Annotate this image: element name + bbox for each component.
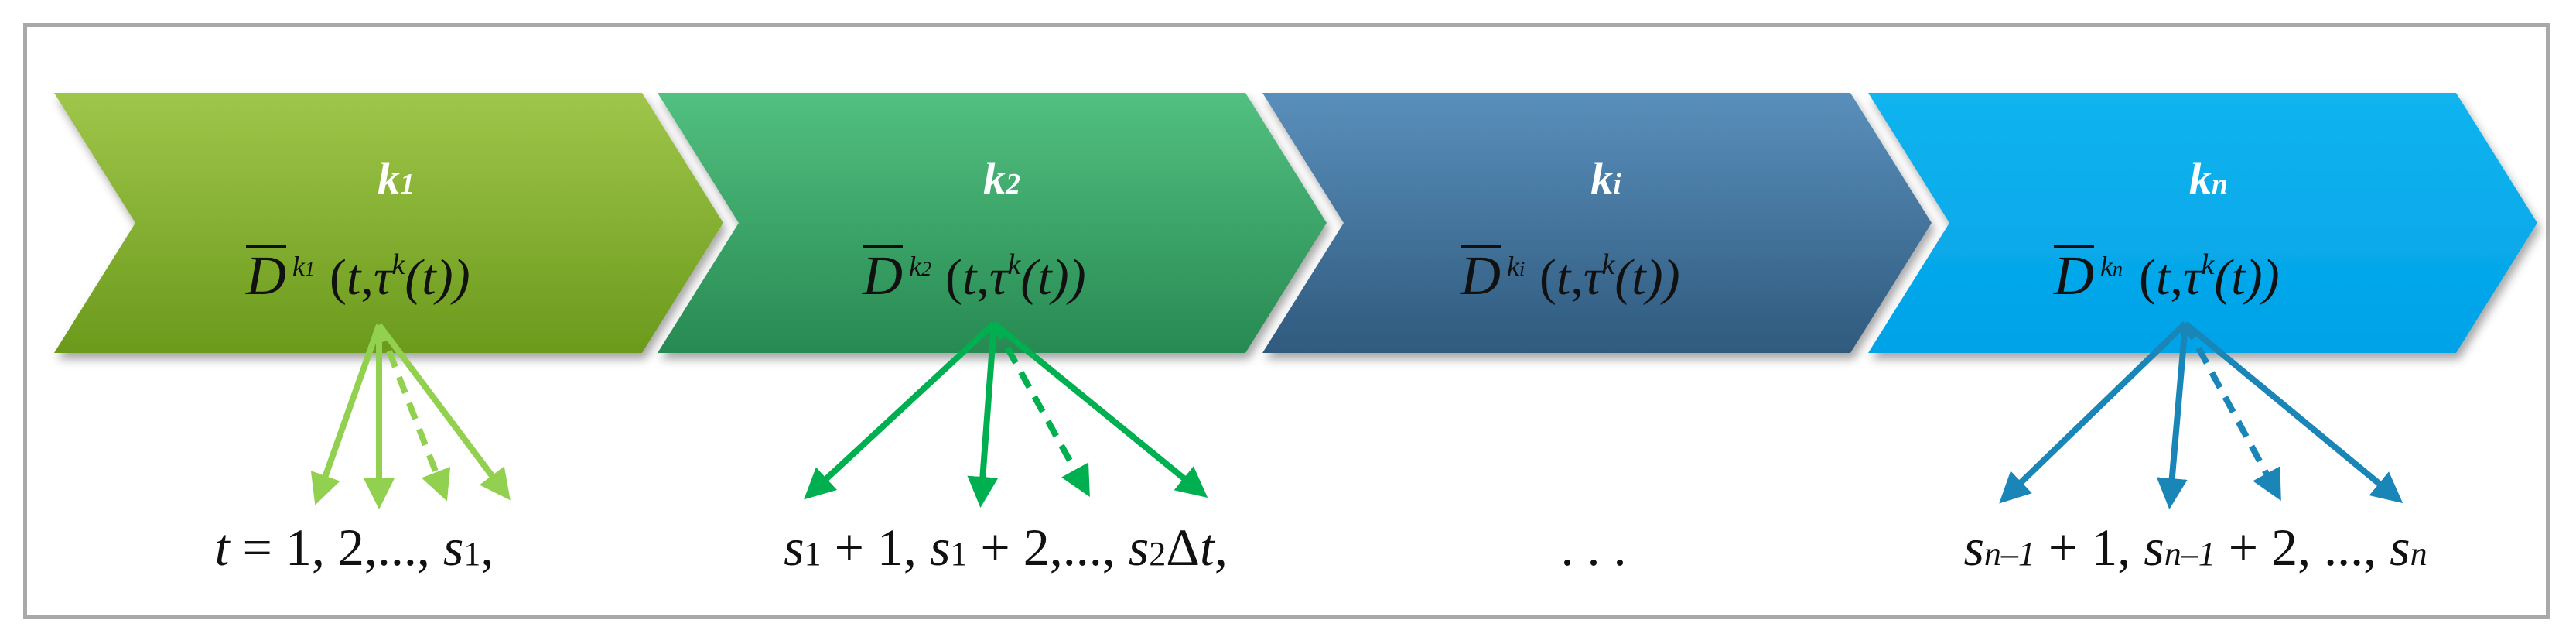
sequence-label-ki: . . . <box>1561 518 1627 577</box>
sequence-part: , <box>1215 518 1228 577</box>
svg-text:ki: ki <box>1507 251 1525 282</box>
svg-text:kn: kn <box>2189 153 2228 204</box>
arrows-kn <box>1999 320 2403 509</box>
arrow-k2-1 <box>804 321 996 500</box>
svg-text:k1: k1 <box>378 153 415 204</box>
svg-text:k2: k2 <box>909 251 931 282</box>
chevron-k2: k2 D k2 (t,τk(t)) <box>658 93 1327 353</box>
svg-text:D: D <box>2053 245 2094 307</box>
sequence-part: n <box>2410 535 2427 573</box>
svg-text:k2: k2 <box>983 153 1020 204</box>
chevron-title-ki: k <box>1590 153 1613 204</box>
sequence-part: Δ <box>1166 518 1200 577</box>
sequence-part: . . . <box>1561 518 1627 577</box>
sequence-part: 2 <box>1149 535 1166 573</box>
sequence-label-k2: s1 + 1, s1 + 2,..., s2Δt, <box>784 518 1228 577</box>
sequence-part: 1 <box>463 535 480 573</box>
svg-text:D: D <box>245 245 286 307</box>
svg-text:(t,τk(t)): (t,τk(t)) <box>945 248 1086 306</box>
arrow-kn-3 <box>2182 322 2281 502</box>
formula-kn: D kn (t,τk(t)) <box>2053 245 2280 307</box>
sequence-part: 1 <box>805 535 822 573</box>
diagram-frame <box>23 23 2550 619</box>
arrow-kn-1 <box>1999 321 2188 504</box>
sequence-part: , <box>480 518 494 577</box>
formula-k1: D k1 (t,τk(t)) <box>245 245 470 307</box>
arrow-k2-4 <box>992 320 1208 498</box>
svg-text:k1: k1 <box>292 251 315 282</box>
formula-k2: D k2 (t,τk(t)) <box>862 245 1086 307</box>
chevron-title-k1: k <box>378 153 400 204</box>
sequence-part: s <box>2390 518 2410 577</box>
arrow-k2-2 <box>967 323 999 508</box>
svg-text:(t,τk(t)): (t,τk(t)) <box>2139 248 2280 306</box>
sequence-part: s <box>1963 518 1983 577</box>
arrow-k1-3 <box>376 324 451 502</box>
formula-ki: D ki (t,τk(t)) <box>1460 245 1680 307</box>
sequence-part: s <box>2144 518 2164 577</box>
arrow-k1-4 <box>376 323 511 501</box>
sequence-label-k1: t = 1, 2,..., s1, <box>215 518 494 577</box>
sequence-part: + 2,..., <box>967 518 1128 577</box>
sequence-label-kn: sn–1 + 1, sn–1 + 2, ..., sn <box>1963 518 2427 577</box>
chevron-kn: kn D kn (t,τk(t)) <box>1868 93 2537 353</box>
arrow-k1-1 <box>310 324 382 505</box>
sequence-part: 1 <box>950 535 967 573</box>
sequence-part: t <box>1200 518 1216 577</box>
svg-text:D: D <box>1460 245 1501 307</box>
svg-text:D: D <box>862 245 903 307</box>
sequence-part: + 1, <box>2035 518 2144 577</box>
sequence-part: s <box>443 518 463 577</box>
chevron-k1: k1 D k1 (t,τk(t)) <box>54 93 723 353</box>
svg-text:ki: ki <box>1590 153 1621 204</box>
svg-text:(t,τk(t)): (t,τk(t)) <box>330 248 470 306</box>
arrows-k2 <box>804 320 1208 508</box>
arrow-k2-3 <box>991 322 1090 498</box>
sequence-part: n–1 <box>1984 535 2035 573</box>
sequence-part: = 1, 2,..., <box>230 518 443 577</box>
arrows-k1 <box>310 323 511 509</box>
sequence-part: s <box>1129 518 1149 577</box>
arrow-kn-2 <box>2156 323 2188 509</box>
chevron-title-k2: k <box>983 153 1006 204</box>
sequence-part: + 1, <box>822 518 930 577</box>
svg-text:kn: kn <box>2100 251 2123 282</box>
svg-text:(t,τk(t)): (t,τk(t)) <box>1539 248 1680 306</box>
arrow-kn-4 <box>2183 320 2403 504</box>
sequence-part: n–1 <box>2164 535 2216 573</box>
sequence-part: + 2, ..., <box>2216 518 2390 577</box>
sequence-part: t <box>215 518 231 577</box>
sequence-part: s <box>784 518 804 577</box>
sequence-part: s <box>930 518 950 577</box>
chevron-ki: ki D ki (t,τk(t)) <box>1262 93 1932 353</box>
chevron-title-kn: k <box>2189 153 2212 204</box>
